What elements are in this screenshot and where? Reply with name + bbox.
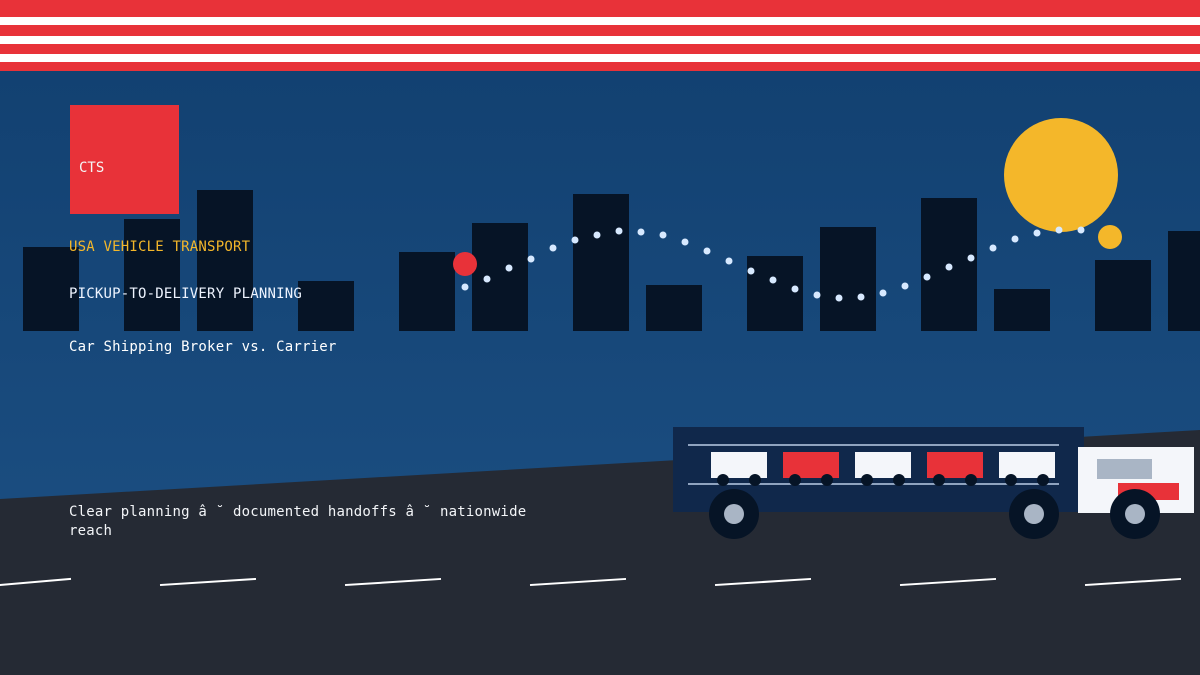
headline: Car Shipping Broker vs. Carrier xyxy=(69,339,337,355)
truck-wheels xyxy=(709,489,1160,539)
carried-cars xyxy=(711,452,1055,478)
road-lane-markings xyxy=(0,577,1182,587)
flag-stripes xyxy=(0,0,1200,71)
car-carrier-truck-icon xyxy=(673,427,1194,539)
service-subtitle: PICKUP-TO-DELIVERY PLANNING xyxy=(69,286,302,302)
cts-logo-badge: CTS xyxy=(70,105,179,214)
route-dotted-path xyxy=(461,226,1085,302)
brand-title: USA VEHICLE TRANSPORT xyxy=(69,239,251,255)
city-skyline xyxy=(23,190,1200,331)
truck-window xyxy=(1097,459,1152,479)
cts-logo-text: CTS xyxy=(79,160,105,176)
car-tires xyxy=(717,474,1049,486)
sun-icon xyxy=(1004,118,1118,232)
tagline: Clear planning â ˘ documented handoffs â… xyxy=(69,504,527,539)
route-end-icon xyxy=(1098,225,1122,249)
route-start-icon xyxy=(453,252,477,276)
